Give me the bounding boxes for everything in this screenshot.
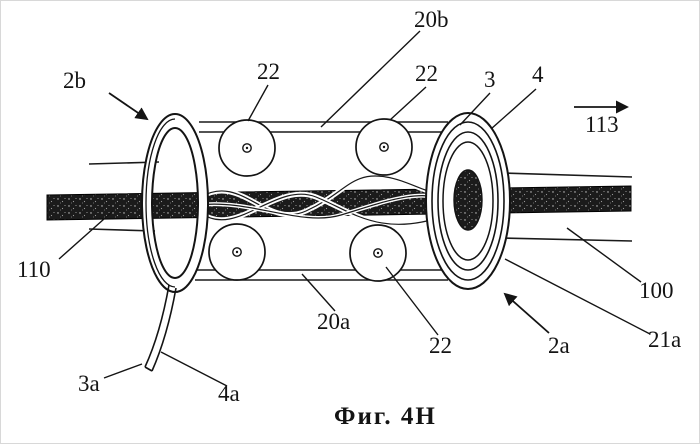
right-coil [425,112,511,290]
pointer-arrow-2a [503,292,550,334]
roller-bottom-left [208,223,266,281]
label-20b: 20b [414,7,449,32]
label-2b: 2b [63,68,86,93]
pointer-arrow-2b [108,92,149,121]
coil-bore [453,169,483,231]
label-22-top-right: 22 [415,61,438,86]
label-22-top-left: 22 [257,59,280,84]
label-21a: 21a [648,327,682,352]
leader-4a [160,351,228,387]
label-113: 113 [585,112,619,137]
left-collar [141,113,210,293]
label-100: 100 [639,278,674,303]
cable-strands [198,173,448,227]
leader-21a [504,258,651,335]
right-tube-100 [500,172,633,242]
label-4a: 4a [218,381,240,406]
rollers [208,118,413,282]
label-4: 4 [532,62,544,87]
leader-22-bottom-right [385,266,439,336]
roller-top-right [355,118,413,176]
figure-caption: Фиг. 4H [334,403,437,430]
roller-top-left [218,119,276,177]
label-3a: 3a [78,371,100,396]
leader-100 [566,227,642,283]
label-3: 3 [484,67,496,92]
leader-4 [490,88,537,130]
leader-lines [58,30,651,387]
leader-3a [103,363,143,379]
arrows [108,92,629,334]
leader-20a [301,273,336,312]
label-110: 110 [17,257,51,282]
leader-22-top-right [389,86,427,121]
leader-110 [58,210,114,260]
roller-bottom-right [349,224,407,282]
leader-20b [320,30,421,128]
leader-22-top-left [247,84,269,122]
label-20a: 20a [317,309,351,334]
leader-3 [459,92,491,126]
label-2a: 2a [548,333,570,358]
label-22-bottom-right: 22 [429,333,452,358]
wire-lead [144,284,177,372]
